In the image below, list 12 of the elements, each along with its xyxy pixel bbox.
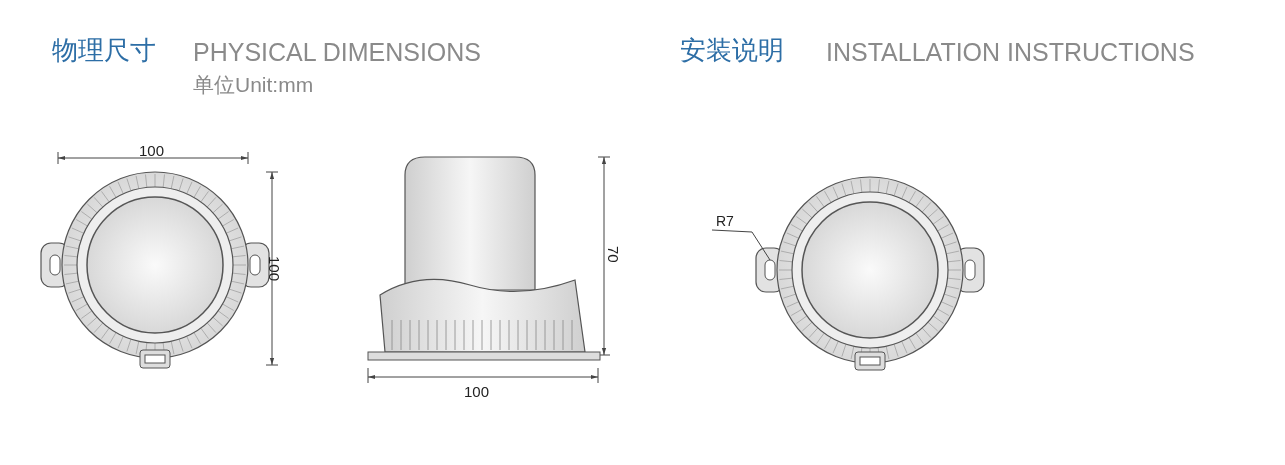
leader-line: [711, 229, 771, 261]
unit-note: 单位Unit:mm: [193, 74, 314, 95]
dimension-label: 100: [267, 256, 282, 282]
heading: 安装说明: [680, 37, 784, 63]
dimension-label: 100: [139, 143, 165, 158]
dimension-label: 70: [606, 246, 621, 263]
heading: INSTALLATION INSTRUCTIONS: [826, 40, 1195, 65]
mounting-slot: [764, 259, 776, 281]
heading: 物理尺寸: [52, 37, 156, 63]
radius-label: R7: [716, 214, 734, 228]
heading: PHYSICAL DIMENSIONS: [193, 40, 482, 65]
dimension-label: 100: [464, 384, 490, 399]
